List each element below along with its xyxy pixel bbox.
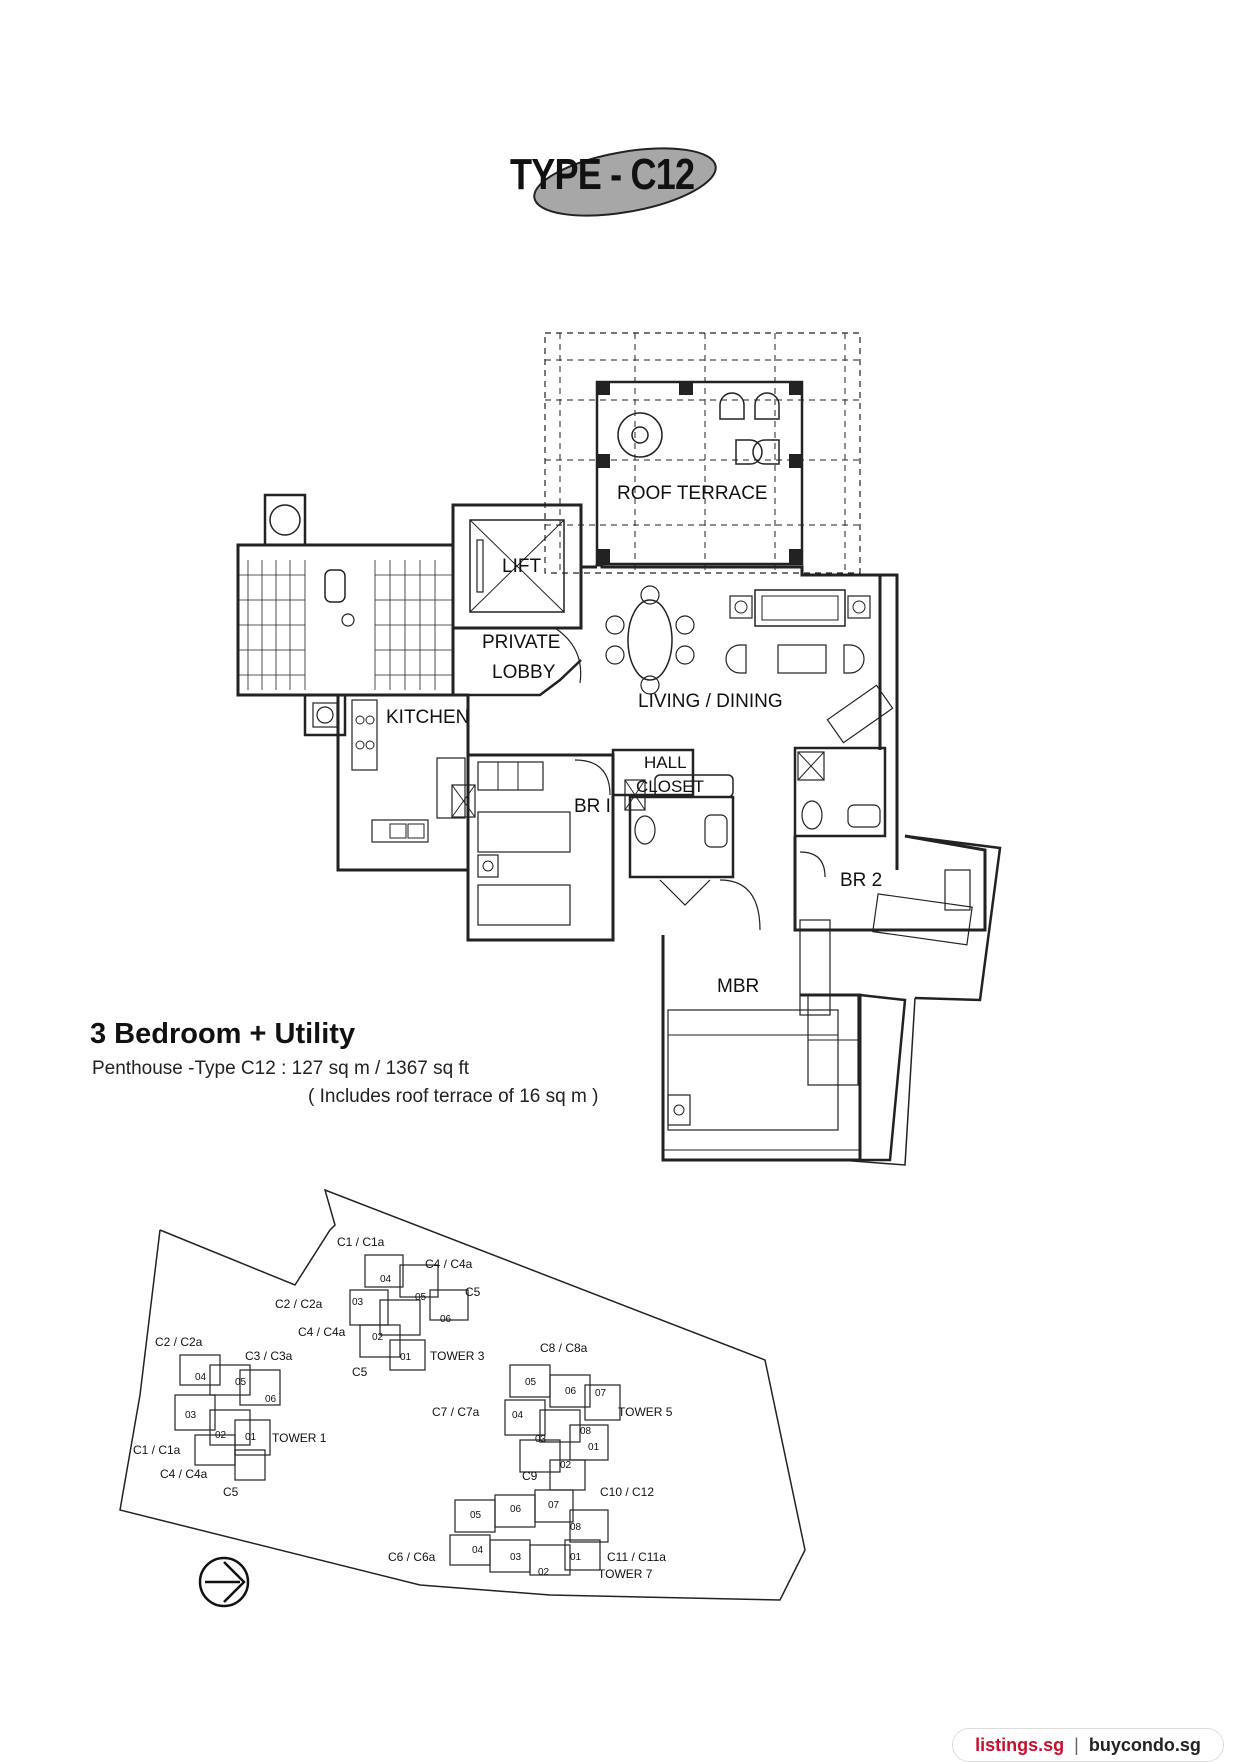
site-unit-number: 02 — [215, 1430, 227, 1441]
site-unit-type: C1 / C1a — [133, 1443, 181, 1457]
site-unit-numbers: 04 05 03 06 02 01 04 05 06 03 02 01 05 0… — [185, 1274, 607, 1578]
site-unit-type: C4 / C4a — [298, 1325, 346, 1339]
site-unit-number: 06 — [565, 1386, 577, 1397]
room-label-roof-terrace: ROOF TERRACE — [617, 483, 768, 504]
site-tower-label: TOWER 7 — [598, 1567, 653, 1581]
site-unit-number: 06 — [265, 1394, 277, 1405]
site-unit-number: 06 — [510, 1504, 522, 1515]
mbr-bed — [667, 1009, 839, 1131]
north-arrow-drawn-icon — [198, 1556, 250, 1608]
site-unit-number: 01 — [570, 1552, 582, 1563]
site-unit-number: 05 — [415, 1292, 427, 1303]
site-unit-number: 04 — [380, 1274, 392, 1285]
site-unit-type: C5 — [223, 1485, 239, 1499]
unit-heading: 3 Bedroom + Utility — [90, 1018, 356, 1050]
site-unit-type: C2 / C2a — [155, 1335, 203, 1349]
site-unit-type: C10 / C12 — [600, 1485, 654, 1499]
site-unit-type: C4 / C4a — [425, 1257, 473, 1271]
site-unit-number: 06 — [440, 1314, 452, 1325]
room-label-private-lobby-2: LOBBY — [492, 662, 556, 683]
room-label-private-lobby-1: PRIVATE — [482, 632, 560, 653]
site-unit-number: 07 — [595, 1388, 607, 1399]
yard-bath-block — [236, 543, 455, 697]
tower-5-block — [504, 1364, 621, 1491]
lift-car — [469, 519, 565, 613]
site-unit-number: 07 — [548, 1500, 560, 1511]
common-bath — [628, 795, 735, 879]
site-plan-labels: C1 / C1a C4 / C4a C5 C2 / C2a C4 / C4a C… — [133, 1235, 673, 1581]
site-unit-number: 03 — [510, 1552, 522, 1563]
br1-outline — [466, 753, 615, 942]
tower-3-block — [349, 1254, 469, 1371]
site-unit-type: C5 — [352, 1365, 368, 1379]
room-label-hall-closet-1: HALL — [644, 753, 687, 772]
brand-buycondo[interactable]: buycondo.sg — [1088, 1734, 1201, 1755]
site-unit-number: 03 — [535, 1434, 547, 1445]
site-unit-number: 02 — [560, 1460, 572, 1471]
page-title: TYPE - C12 — [510, 150, 695, 199]
room-label-mbr: MBR — [717, 976, 759, 997]
room-label-kitchen: KITCHEN — [386, 707, 469, 728]
site-unit-type: C8 / C8a — [540, 1341, 588, 1355]
room-label-br1: BR I — [574, 796, 611, 817]
site-tower-label: TOWER 1 — [272, 1431, 327, 1445]
pergola-outline — [544, 332, 861, 574]
site-unit-number: 03 — [352, 1297, 364, 1308]
site-unit-number: 05 — [525, 1377, 537, 1388]
planter — [617, 412, 663, 458]
site-unit-number: 05 — [470, 1510, 482, 1521]
site-unit-type: C7 / C7a — [432, 1405, 480, 1419]
site-unit-type: C4 / C4a — [160, 1467, 208, 1481]
tower-1-block — [174, 1354, 281, 1481]
site-unit-number: 01 — [245, 1432, 257, 1443]
sofa — [754, 589, 846, 627]
type-title-badge: TYPE - C12 — [500, 132, 720, 222]
site-unit-number: 08 — [570, 1522, 582, 1533]
tower-7-block — [449, 1489, 609, 1576]
site-unit-number: 03 — [185, 1410, 197, 1421]
unit-area: Penthouse -Type C12 : 127 sq m / 1367 sq… — [92, 1058, 470, 1079]
site-unit-type: C2 / C2a — [275, 1297, 323, 1311]
site-unit-type: C5 — [465, 1285, 481, 1299]
site-unit-type: C6 / C6a — [388, 1550, 436, 1564]
dining-table — [627, 599, 673, 681]
title-ellipse — [533, 147, 717, 217]
site-unit-type: C3 / C3a — [245, 1349, 293, 1363]
site-unit-type: C11 / C11a — [607, 1550, 666, 1564]
footer-brand-badge[interactable]: listings.sg | buycondo.sg — [952, 1728, 1224, 1762]
site-boundary — [119, 1188, 806, 1601]
brand-listings[interactable]: listings.sg — [975, 1734, 1065, 1755]
site-unit-type: C9 — [522, 1469, 538, 1483]
site-unit-type: C1 / C1a — [337, 1235, 385, 1249]
site-unit-number: 01 — [588, 1442, 600, 1453]
site-unit-number: 02 — [538, 1567, 550, 1578]
roof-terrace-outline — [595, 380, 804, 566]
room-label-hall-closet-2: CLOSET — [636, 777, 704, 796]
br2-bed — [872, 893, 973, 946]
site-unit-number: 04 — [195, 1372, 207, 1383]
site-unit-number: 05 — [235, 1377, 247, 1388]
site-plan — [119, 1188, 806, 1601]
site-unit-number: 02 — [372, 1332, 384, 1343]
site-tower-label: TOWER 5 — [618, 1405, 673, 1419]
site-unit-number: 04 — [512, 1410, 524, 1421]
site-unit-number: 01 — [400, 1352, 412, 1363]
unit-note: ( Includes roof terrace of 16 sq m ) — [308, 1086, 599, 1107]
room-label-lift: LIFT — [502, 556, 541, 577]
site-unit-number: 04 — [472, 1545, 484, 1556]
site-unit-number: 08 — [580, 1426, 592, 1437]
room-label-living-dining: LIVING / DINING — [638, 691, 783, 712]
coffee-table — [777, 644, 827, 674]
site-tower-label: TOWER 3 — [430, 1349, 485, 1363]
room-label-br2: BR 2 — [840, 870, 882, 891]
brand-separator: | — [1074, 1734, 1079, 1755]
